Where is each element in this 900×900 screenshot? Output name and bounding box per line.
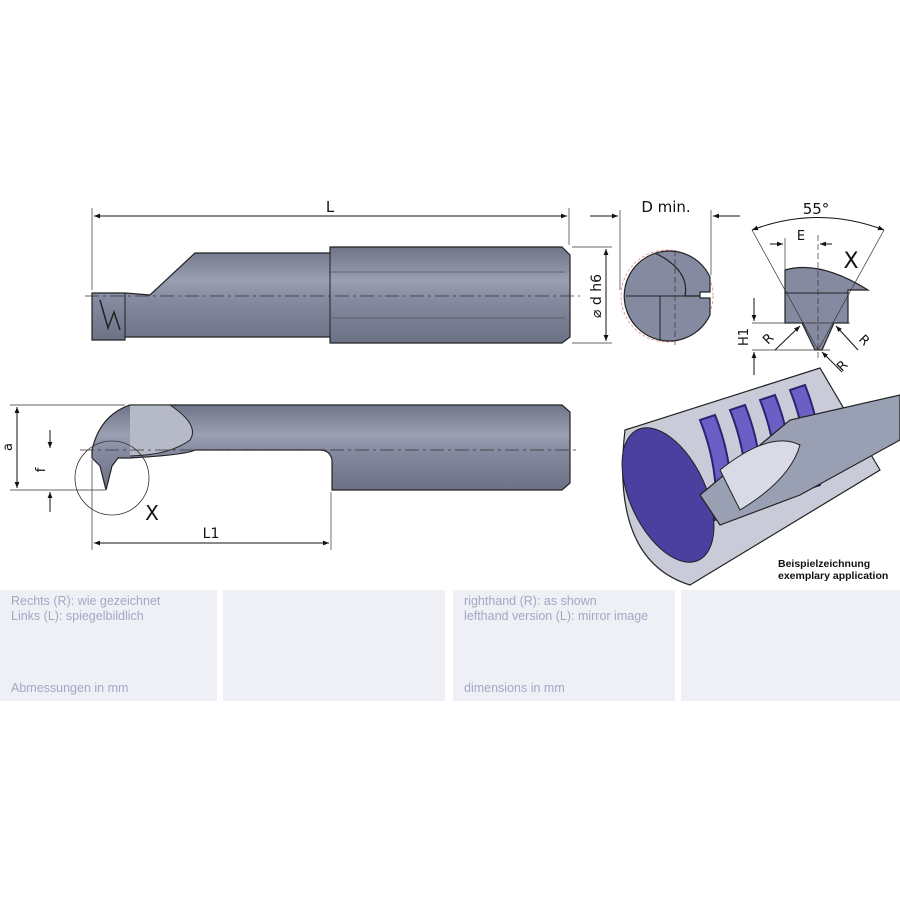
info-panel-german: Rechts (R): wie gezeichnet Links (L): sp…	[0, 590, 217, 701]
panel-footer: Abmessungen in mm	[11, 681, 129, 695]
label-E: E	[797, 229, 805, 244]
label-X-detail: X	[843, 249, 858, 274]
label-R-left: R	[760, 331, 777, 348]
label-R-bottom: R	[834, 358, 851, 375]
label-d-h6: ⌀ d h6	[589, 274, 605, 318]
label-a: a	[1, 443, 16, 451]
label-X-circle: X	[145, 501, 159, 525]
info-panel-english: righthand (R): as shown lefthand version…	[453, 590, 675, 701]
tool-end-view: D min.	[590, 198, 740, 345]
panel-text: lefthand version (L): mirror image	[464, 609, 649, 623]
label-L1: L1	[203, 526, 220, 542]
label-angle: 55°	[803, 200, 830, 218]
label-R-right: R	[855, 332, 872, 349]
info-panel-empty	[223, 590, 445, 701]
tool-side-view	[85, 246, 580, 344]
label-H1: H1	[737, 328, 752, 346]
label-L: L	[326, 198, 335, 216]
dimension-d-h6: ⌀ d h6	[572, 246, 612, 344]
panel-text: Links (L): spiegelbildlich	[11, 609, 144, 623]
example-application-illustration: Beispielzeichnung exemplary application	[621, 367, 900, 586]
detail-x-insert: 55° E X H1 R R R	[737, 200, 885, 375]
label-d-min: D min.	[641, 198, 690, 216]
caption-en: exemplary application	[778, 570, 888, 582]
tool-top-view: X a f L1	[1, 404, 580, 550]
panel-footer: dimensions in mm	[464, 681, 565, 695]
dimension-L: L	[91, 198, 570, 290]
info-panel-empty	[681, 590, 900, 701]
caption-de: Beispielzeichnung	[778, 558, 870, 570]
panel-text: righthand (R): as shown	[464, 594, 597, 608]
panel-text: Rechts (R): wie gezeichnet	[11, 594, 161, 608]
label-f: f	[34, 467, 49, 472]
